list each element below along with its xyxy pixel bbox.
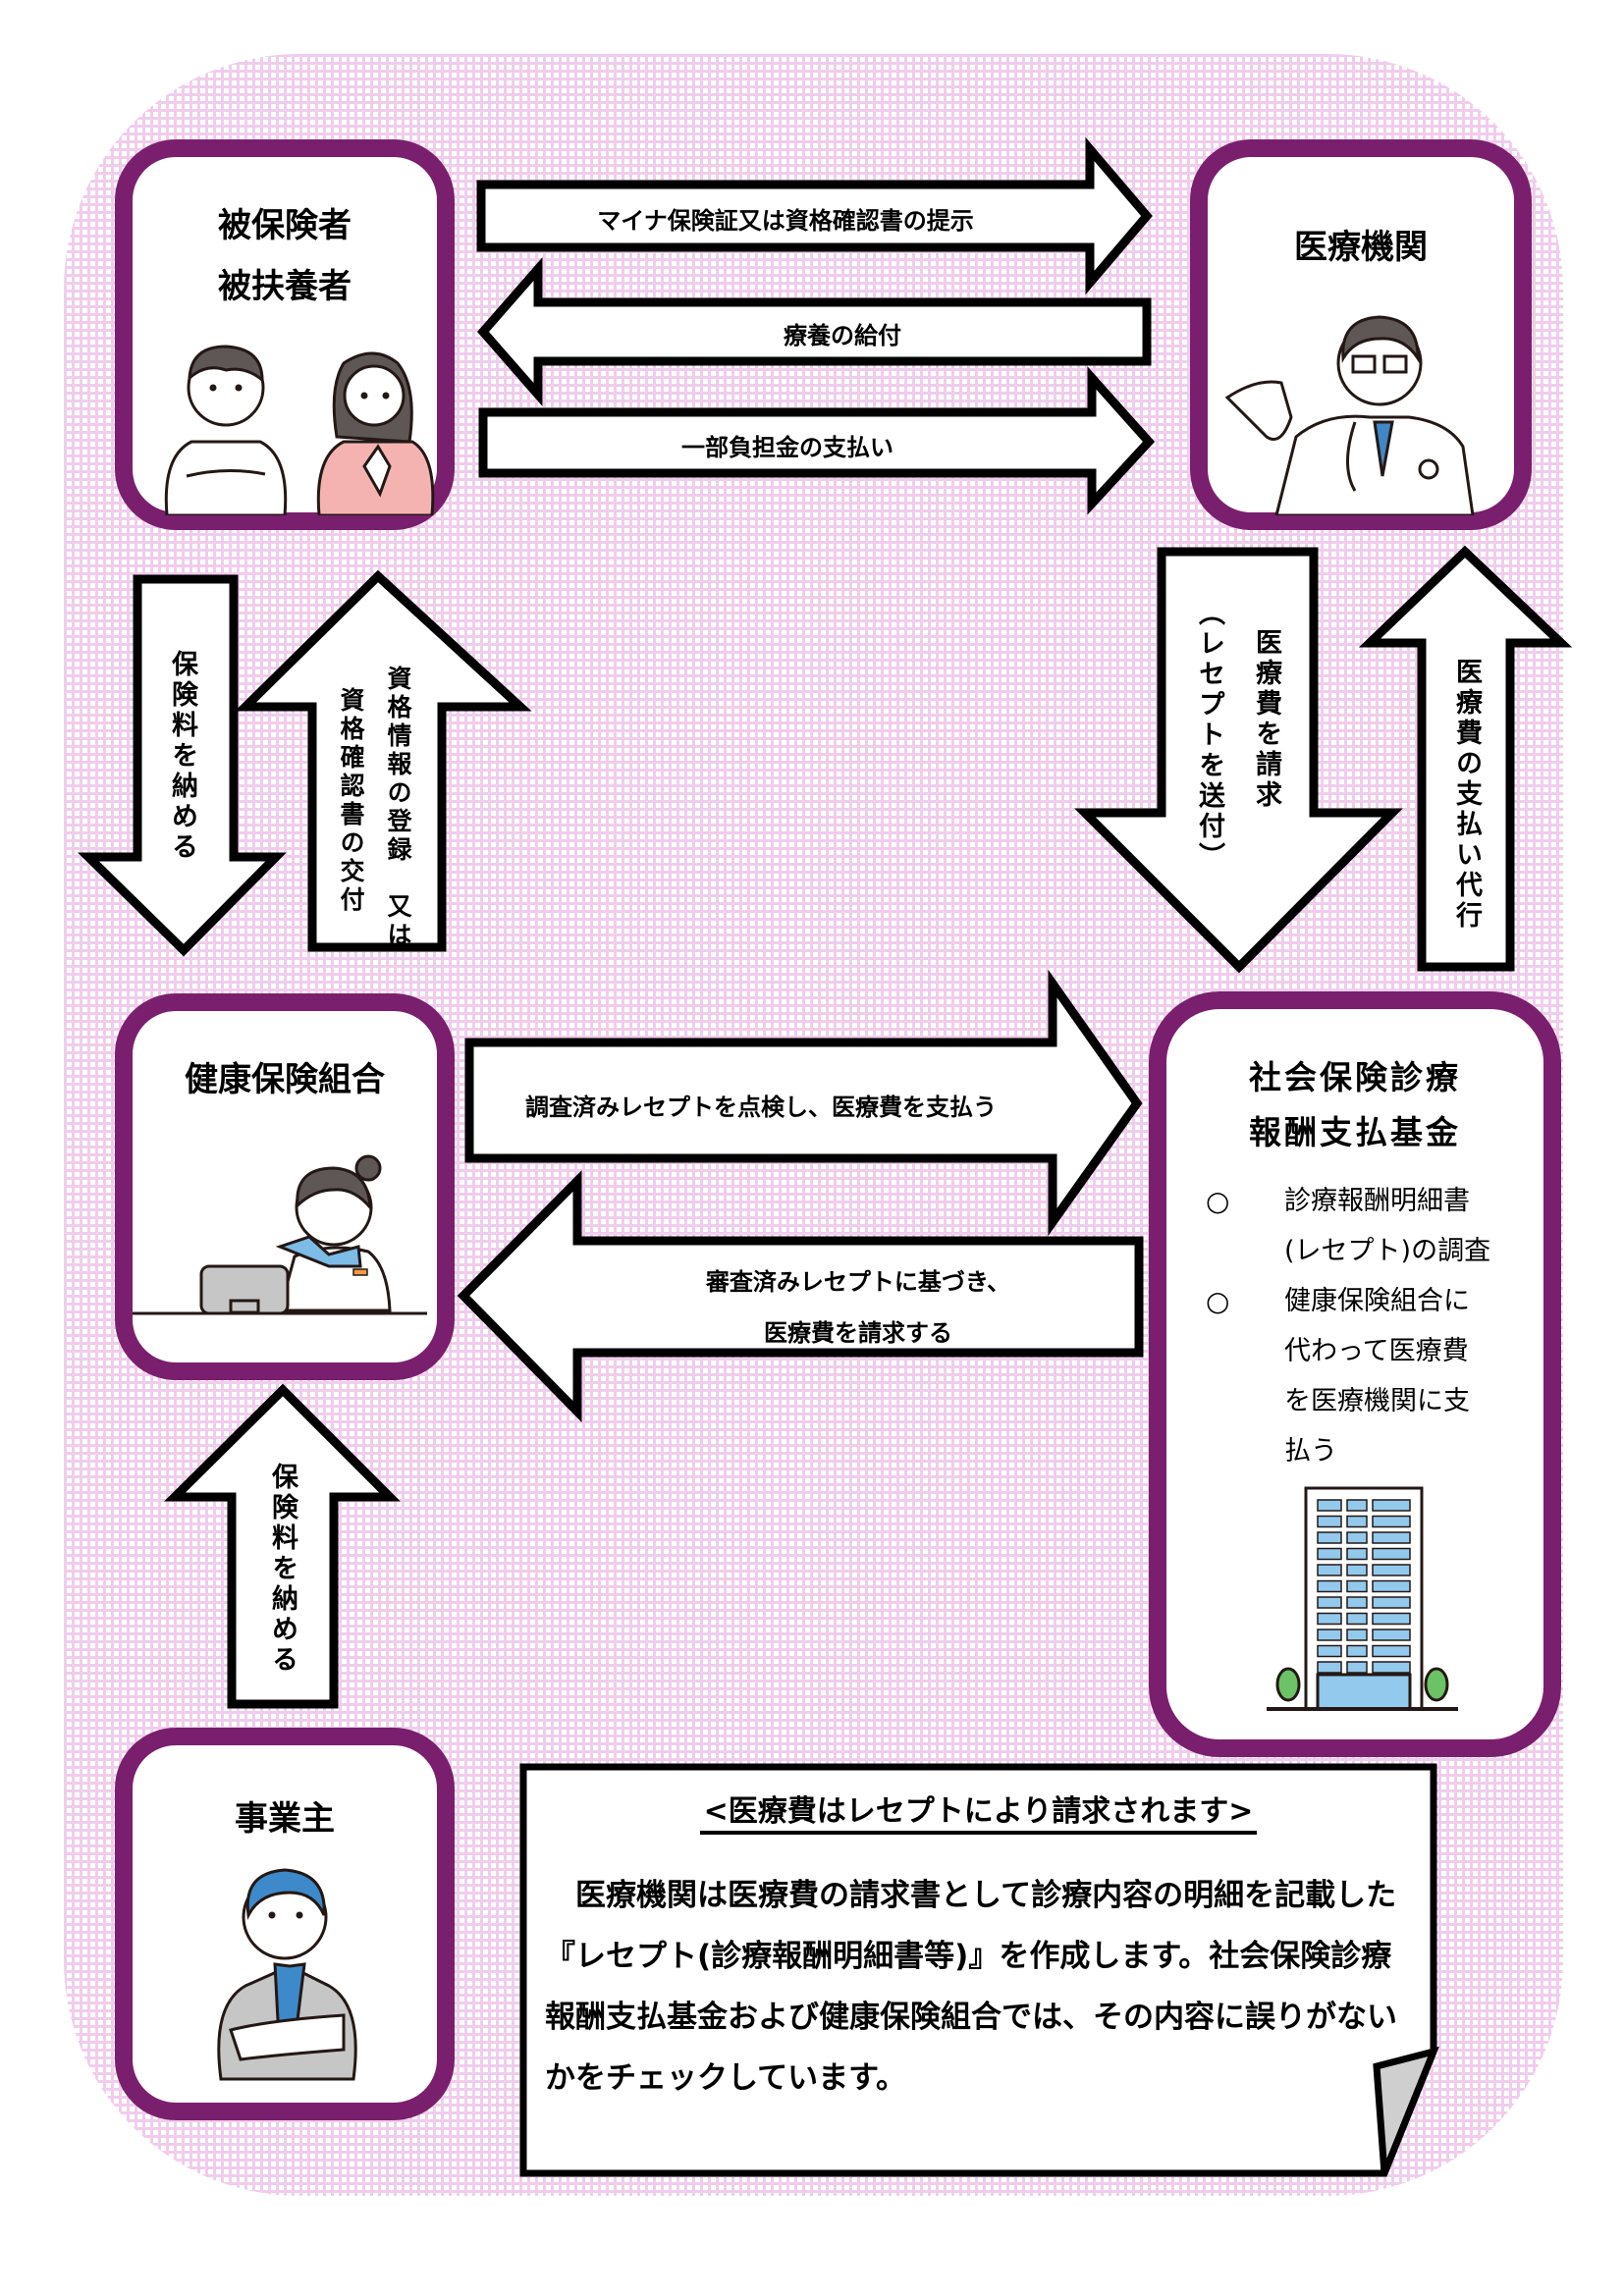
bullet-line: 健康保険組合に	[1284, 1286, 1470, 1316]
building-window	[1317, 1579, 1342, 1593]
label-copayment: 一部負担金の支払い	[681, 434, 893, 461]
building-window	[1317, 1547, 1342, 1561]
building-window	[1372, 1596, 1411, 1609]
receptionist-illustration	[133, 1154, 427, 1315]
label-qualification-2: 資格確認書の交付	[337, 687, 365, 915]
building-window	[1372, 1499, 1411, 1512]
building-window	[1372, 1531, 1411, 1544]
building-window	[1346, 1661, 1368, 1674]
building-window	[1372, 1515, 1411, 1528]
label-check-and-pay: 調査済みレセプトを点検し、医療費を支払う	[525, 1094, 997, 1121]
building-window	[1372, 1644, 1411, 1658]
bullet-item: ○ 診療報酬明細書 (レセプト)の調査	[1206, 1176, 1526, 1276]
label-medical-benefit: 療養の給付	[784, 322, 901, 349]
arrow-qualification	[235, 569, 532, 952]
payment-fund-box: 社会保険診療 報酬支払基金 ○ 診療報酬明細書 (レセプト)の調査 ○ 健康保険…	[1149, 991, 1561, 1757]
health-insurance-union-box: 健康保険組合	[115, 993, 455, 1380]
label-payment-agency: 医療費の支払い代行	[1451, 658, 1482, 932]
insured-box: 被保険者 被扶養者	[115, 139, 455, 530]
bullet-line: 払う	[1284, 1436, 1337, 1467]
employer-box: 事業主	[115, 1728, 455, 2120]
building-window	[1372, 1547, 1411, 1561]
bullet-circle-icon: ○	[1206, 1285, 1230, 1317]
medical-institution-title: 医療機関	[1294, 228, 1428, 267]
label-qualification-1: 資格情報の登録 又は	[384, 666, 412, 950]
label-claim-2: （レセプトを送付）	[1194, 599, 1224, 873]
bullet-line: (レセプト)の調査	[1284, 1236, 1491, 1266]
bullet-item: ○ 健康保険組合に 代わって医療費 を医療機関に支 払う	[1206, 1276, 1526, 1476]
label-claim-1: 医療費を請求	[1251, 628, 1281, 811]
building-window	[1372, 1612, 1411, 1626]
building-window	[1346, 1547, 1368, 1561]
label-bill-1: 審査済みレセプトに基づき、	[705, 1268, 1011, 1296]
building-window	[1346, 1596, 1368, 1609]
building-window	[1317, 1531, 1342, 1544]
arrow-claim	[1074, 547, 1403, 974]
note-body: 医療機関は医療費の請求書として診療内容の明細を記載した『レセプト(診療報酬明細書…	[545, 1878, 1397, 2096]
building-window	[1346, 1531, 1368, 1544]
building-window	[1372, 1564, 1411, 1576]
insured-title-2: 被扶養者	[218, 267, 352, 306]
medical-institution-box: 医療機関	[1190, 139, 1532, 530]
label-present-card: マイナ保険証又は資格確認書の提示	[597, 207, 974, 235]
payment-fund-title-1: 社会保険診療	[1249, 1058, 1461, 1096]
note-title: <医療費はレセプトにより請求されます>	[523, 1787, 1434, 1835]
arrow-present-card	[476, 136, 1153, 295]
businessman-illustration	[217, 1868, 357, 2081]
arrow-copayment	[478, 366, 1156, 515]
building-window	[1317, 1499, 1342, 1512]
office-building-illustration	[1267, 1486, 1458, 1711]
building-window	[1346, 1612, 1368, 1626]
payment-fund-title-2: 報酬支払基金	[1249, 1113, 1461, 1151]
building-window	[1317, 1661, 1342, 1674]
insured-title-1: 被保険者	[218, 206, 352, 245]
building-window	[1346, 1515, 1368, 1528]
bullet-line: 診療報酬明細書	[1284, 1186, 1470, 1216]
payment-fund-bullets: ○ 診療報酬明細書 (レセプト)の調査 ○ 健康保険組合に 代わって医療費 を医…	[1206, 1176, 1526, 1476]
note-box: <医療費はレセプトにより請求されます> 医療機関は医療費の請求書として診療内容の…	[523, 1767, 1434, 2173]
arrow-pay-premium-employer	[164, 1383, 401, 1709]
label-bill-2: 医療費を請求する	[764, 1319, 952, 1347]
building-window	[1346, 1499, 1368, 1512]
building-window	[1317, 1515, 1342, 1528]
man-and-woman-illustration	[164, 345, 435, 515]
building-window	[1317, 1596, 1342, 1609]
building-window	[1317, 1644, 1342, 1658]
arrow-medical-benefit	[477, 257, 1152, 406]
bullet-line: 代わって医療費	[1284, 1336, 1469, 1366]
building-window	[1317, 1612, 1342, 1626]
building-window	[1372, 1579, 1411, 1593]
note-title-text: <医療費はレセプトにより請求されます>	[699, 1794, 1258, 1835]
arrow-payment-agency	[1358, 545, 1573, 972]
health-insurance-union-title: 健康保険組合	[185, 1060, 385, 1099]
label-pay-premium-insured: 保険料を納める	[167, 650, 197, 863]
building-window	[1346, 1629, 1368, 1641]
arrow-check-and-pay	[464, 969, 1143, 1237]
bullet-line: を医療機関に支	[1284, 1386, 1470, 1416]
note-box-shape	[519, 1763, 1439, 2177]
doctor-illustration	[1224, 315, 1475, 515]
label-pay-premium-employer: 保険料を納める	[267, 1463, 298, 1676]
arrow-bill	[457, 1170, 1144, 1422]
building-window	[1346, 1579, 1368, 1593]
bullet-circle-icon: ○	[1206, 1185, 1230, 1217]
arrow-pay-premium-insured	[77, 574, 287, 957]
employer-title: 事業主	[235, 1799, 335, 1839]
building-window	[1372, 1661, 1411, 1674]
building-window	[1346, 1564, 1368, 1576]
building-window	[1317, 1629, 1342, 1641]
building-window	[1317, 1564, 1342, 1576]
building-window	[1372, 1629, 1411, 1641]
building-window	[1346, 1644, 1368, 1658]
